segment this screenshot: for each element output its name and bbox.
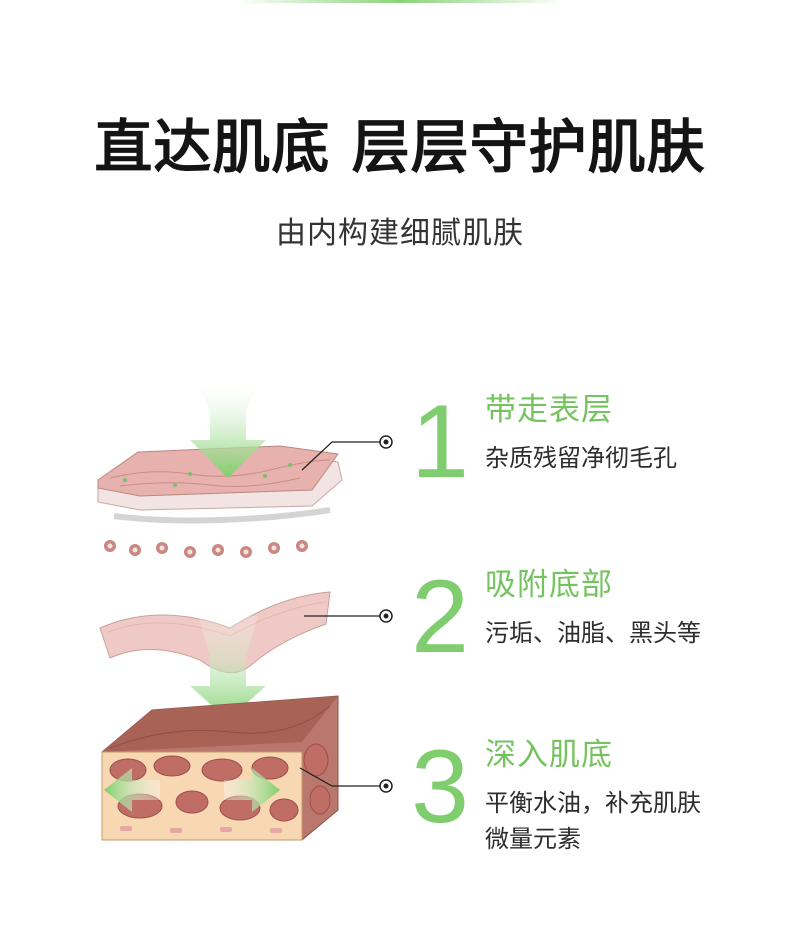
step-number: 1	[411, 384, 469, 500]
step-1: 1 带走表层 杂质残留净彻毛孔	[405, 390, 785, 530]
leader-line-3	[299, 767, 393, 793]
step-heading: 吸附底部	[485, 567, 613, 603]
step-description: 污垢、油脂、黑头等	[485, 615, 785, 651]
step-description-line: 污垢、油脂、黑头等	[485, 619, 701, 647]
step-number: 2	[411, 559, 469, 675]
leader-line-2	[304, 609, 393, 623]
surface-skin-layer	[97, 445, 343, 558]
top-accent-line	[235, 0, 565, 3]
leader-line-1	[301, 435, 393, 471]
step-3: 3 深入肌底 平衡水油，补充肌肤 微量元素	[405, 735, 785, 875]
right-arrow-icon	[224, 768, 280, 812]
step-heading: 深入肌底	[485, 737, 613, 773]
down-arrow-icon	[190, 616, 266, 720]
step-description-line: 杂质残留净彻毛孔	[485, 444, 677, 472]
step-heading: 带走表层	[485, 392, 613, 428]
step-description-line: 微量元素	[485, 825, 581, 853]
step-2: 2 吸附底部 污垢、油脂、黑头等	[405, 565, 785, 705]
down-arrow-icon	[190, 384, 266, 478]
skin-layers-illustration	[97, 384, 393, 841]
left-arrow-icon	[104, 768, 160, 812]
step-description: 杂质残留净彻毛孔	[485, 440, 785, 476]
step-description-line: 平衡水油，补充肌肤	[485, 789, 701, 817]
page-title: 直达肌底 层层守护肌肤	[94, 113, 706, 181]
page-subtitle: 由内构建细腻肌肤	[276, 216, 524, 251]
step-number: 3	[411, 729, 469, 845]
deep-tissue-layer	[101, 695, 339, 841]
step-description: 平衡水油，补充肌肤 微量元素	[485, 785, 785, 857]
